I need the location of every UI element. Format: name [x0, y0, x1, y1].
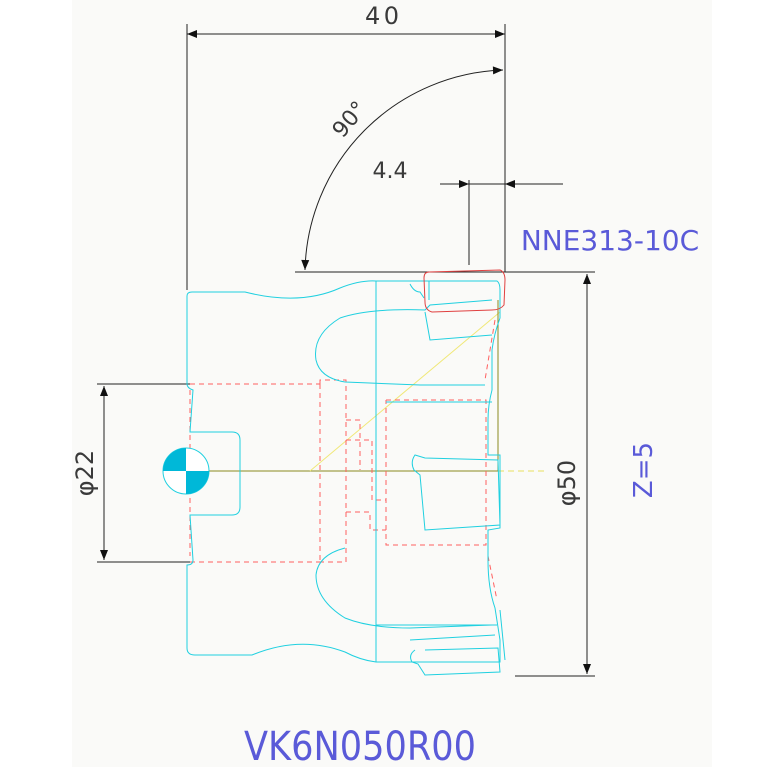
insert-code-label: NNE313-10C	[521, 224, 699, 257]
part-number-label: VK6N050R00	[244, 724, 476, 767]
dimension-offset-label: 4.4	[373, 159, 408, 184]
datum-symbol	[162, 447, 210, 495]
bore-diameter-label: φ22	[71, 450, 99, 496]
cutter-body-outline	[186, 280, 506, 676]
insert-outline	[423, 269, 506, 313]
center-lines	[187, 300, 545, 472]
hidden-lines	[189, 319, 498, 601]
cutter-diameter-label: φ50	[553, 460, 581, 506]
teeth-count-label: Z=5	[629, 442, 659, 498]
dimension-lines	[97, 24, 595, 677]
